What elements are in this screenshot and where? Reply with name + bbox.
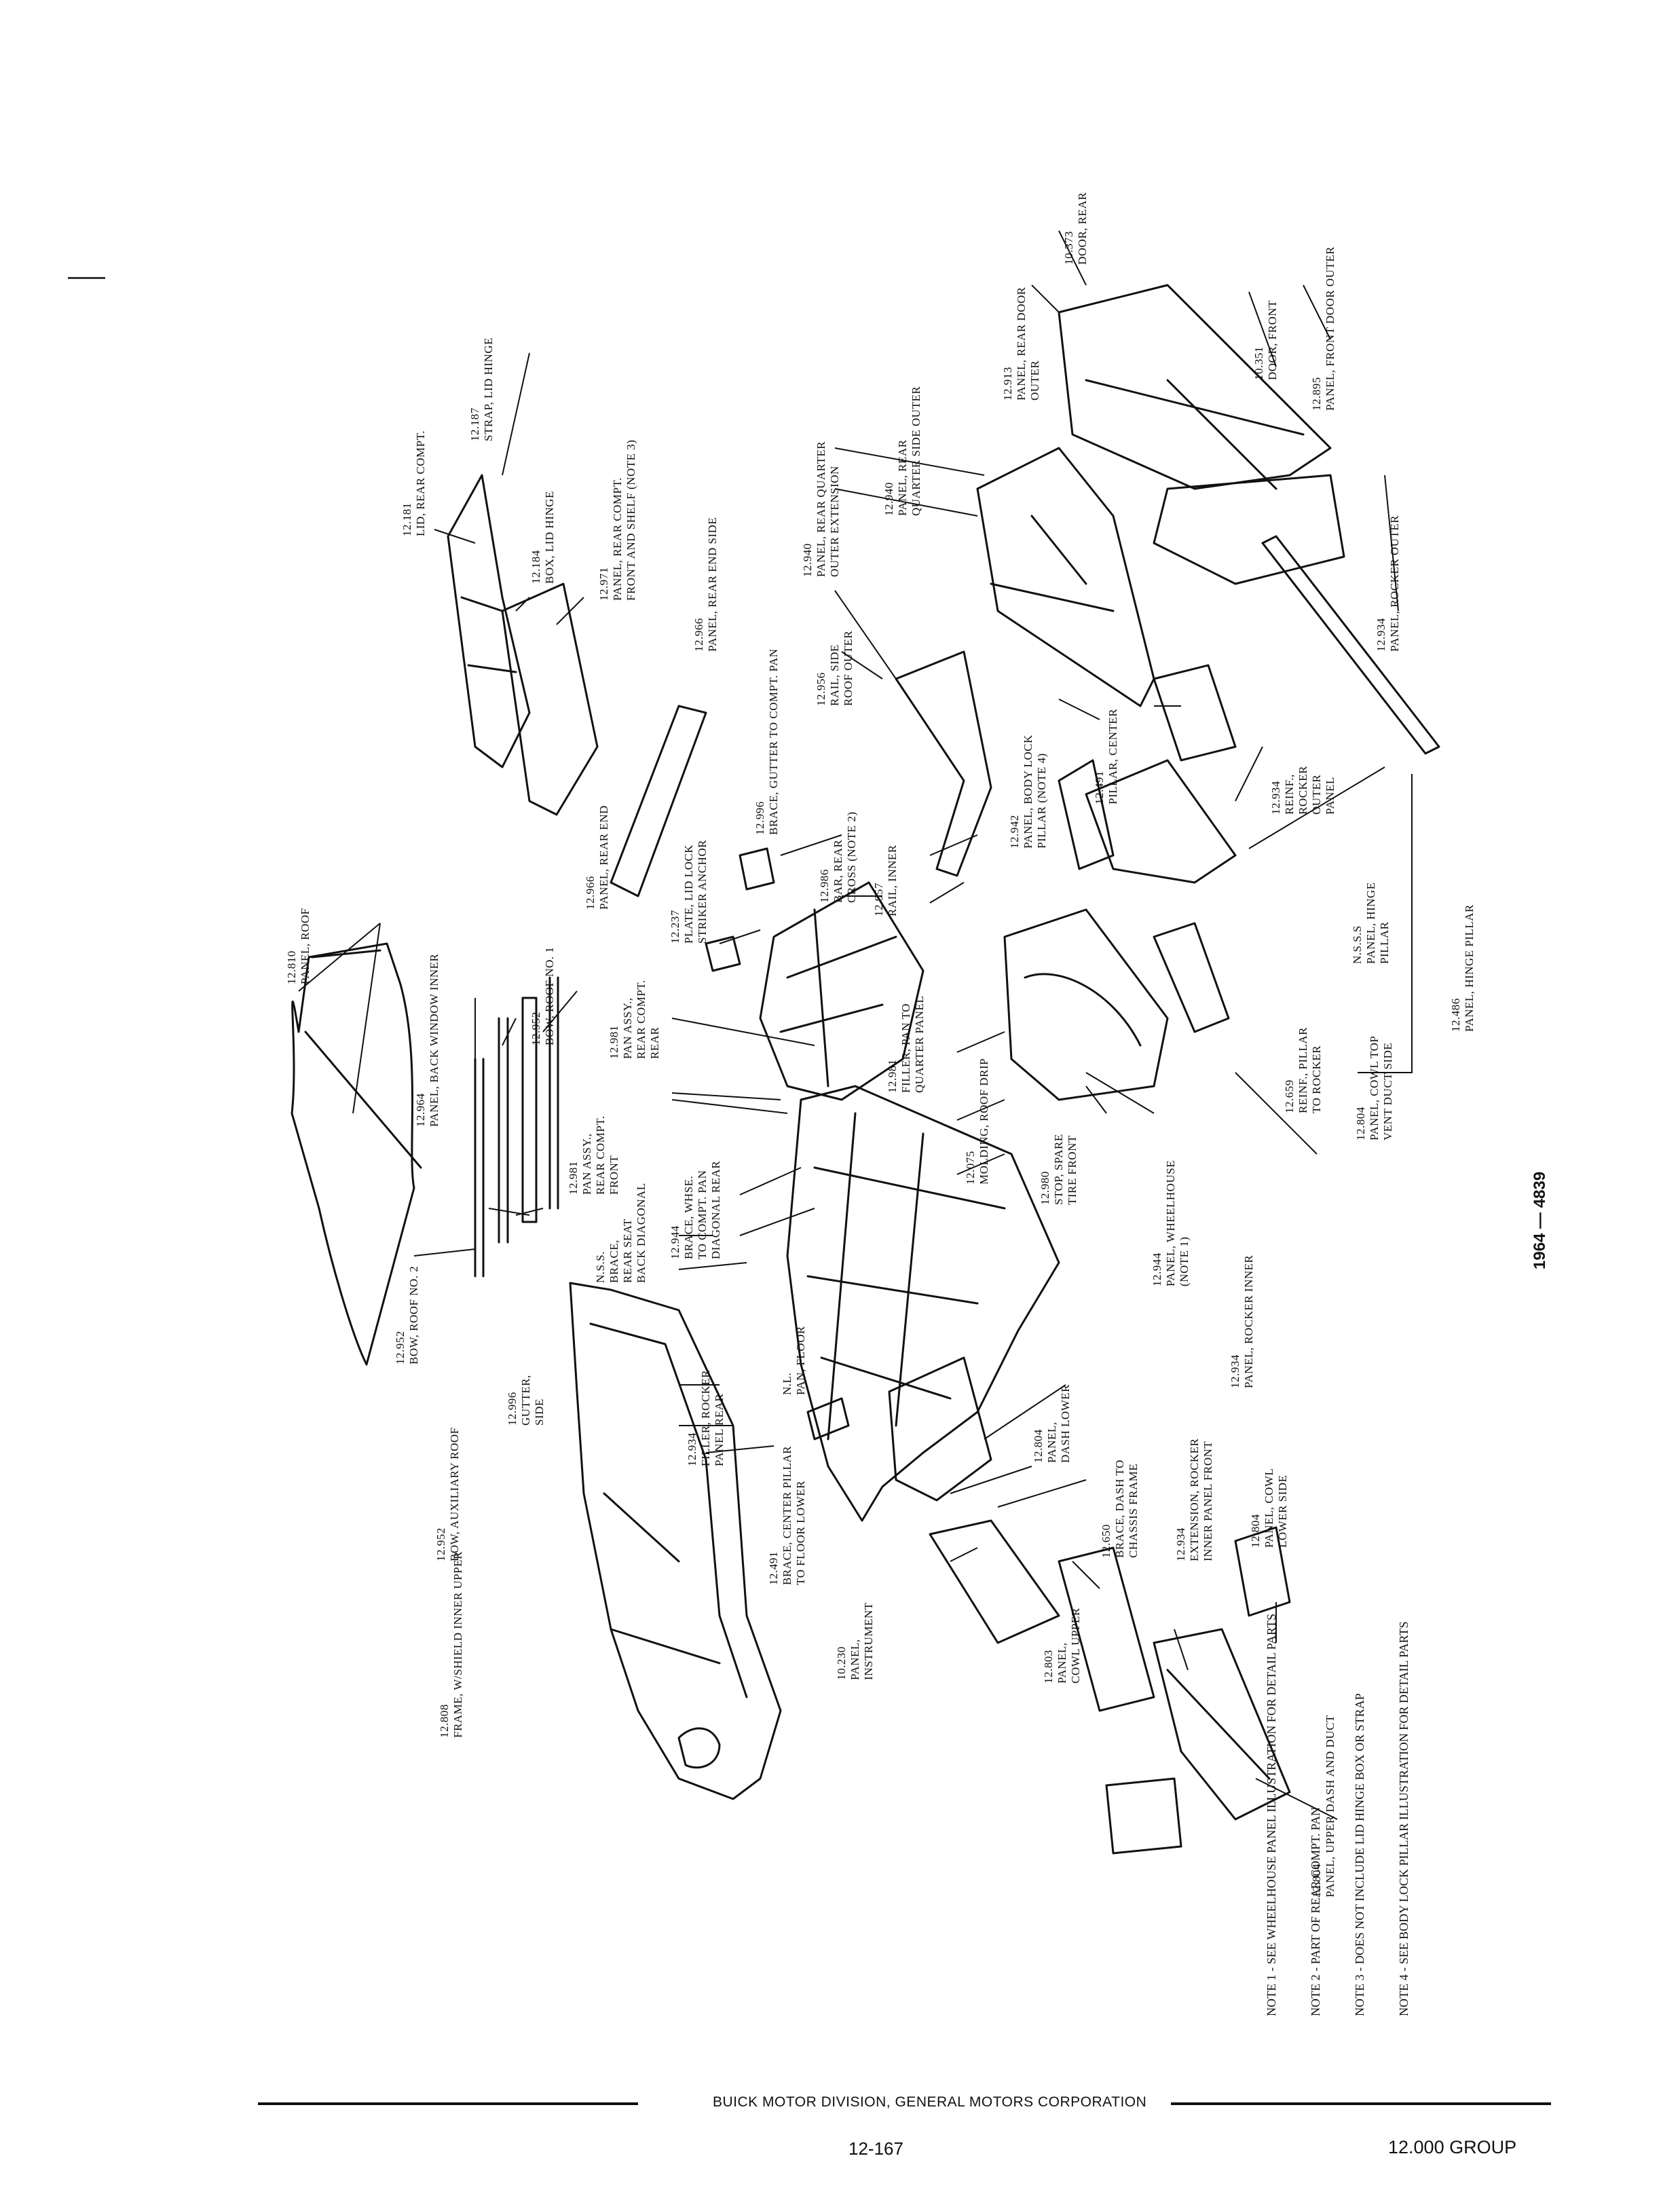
label-inner-rail: 12.957 RAIL, INNER bbox=[872, 844, 899, 916]
label-front-door: 10.351 DOOR, FRONT bbox=[1252, 300, 1280, 380]
label-floor-pan: N.L. PAN, FLOOR bbox=[781, 1326, 808, 1395]
label-spare-tire-stop: 12.980 STOP, SPARE TIRE FRONT bbox=[1039, 1134, 1079, 1205]
label-cowl-lower: 12.804 PANEL, COWL LOWER SIDE bbox=[1249, 1468, 1290, 1548]
cowl-lower-shape bbox=[1234, 1526, 1291, 1617]
figure-number: 1964 — 4839 bbox=[1531, 1171, 1549, 1269]
label-rear-door: 10.373 DOOR, REAR bbox=[1062, 191, 1089, 265]
note-1: NOTE 1 - SEE WHEELHOUSE PANEL ILLUSTRATI… bbox=[1265, 1614, 1279, 2016]
label-hinge-pillar: 12.486 PANEL, HINGE PILLAR bbox=[1449, 904, 1476, 1032]
label-gutter-side: 12.996 GUTTER, SIDE bbox=[506, 1375, 546, 1426]
label-center-pillar: 12.491 PILLAR, CENTER bbox=[1093, 708, 1120, 804]
label-roof-drip: 12.075 MOLDING, ROOF DRIP bbox=[964, 1058, 991, 1185]
quarter-panel-shape bbox=[976, 447, 1155, 707]
footer-corporation: BUICK MOTOR DIVISION, GENERAL MOTORS COR… bbox=[713, 2094, 1147, 2110]
label-body-lock-pillar: 12.942 PANEL, BODY LOCK PILLAR (NOTE 4) bbox=[1008, 735, 1049, 849]
label-rear-seat-brace: N.S.S. BRACE, REAR SEAT BACK DIAGONAL bbox=[594, 1183, 648, 1283]
body-lock-pillar-shape bbox=[1058, 759, 1115, 870]
rear-end-panel-shape bbox=[610, 705, 707, 897]
label-pillar-reinf: 12.659 REINF., PILLAR TO ROCKER bbox=[1283, 1026, 1324, 1113]
rear-compt-pan-shape bbox=[759, 881, 925, 1101]
roof-bow-1-shape bbox=[474, 1058, 485, 1278]
label-rear-end-panel: 12.966 PANEL, REAR END bbox=[584, 805, 611, 910]
label-compt-shelf: 12.971 PANEL, REAR COMPT. FRONT AND SHEL… bbox=[597, 439, 638, 601]
pillar-brace-shape bbox=[806, 1397, 850, 1441]
label-front-door-panel: 12.895 PANEL, FRONT DOOR OUTER bbox=[1310, 246, 1337, 411]
note-4: NOTE 4 - SEE BODY LOCK PILLAR ILLUSTRATI… bbox=[1396, 1621, 1411, 2016]
gusset-shape bbox=[1105, 1777, 1182, 1855]
front-door-shape bbox=[1153, 474, 1345, 585]
footer-rule-right bbox=[1171, 2102, 1551, 2105]
back-window-panel-shape bbox=[521, 997, 538, 1223]
label-wheelhouse: 12.944 PANEL, WHEELHOUSE (NOTE 1) bbox=[1151, 1159, 1191, 1286]
label-roof-bow-1: 12.952 BOW, ROOF NO. 1 bbox=[529, 946, 557, 1045]
label-cowl-upper: 12.803 PANEL, COWL UPPER bbox=[1042, 1608, 1083, 1684]
label-pan-front: 12.981 PAN ASSY., REAR COMPT. FRONT bbox=[567, 1115, 621, 1195]
roof-bow-2-shape bbox=[498, 1017, 509, 1244]
label-roof-panel: 12.810 PANEL, ROOF bbox=[285, 908, 312, 984]
label-hinge-pillar-nss: N.S.S.S PANEL, HINGE PILLAR bbox=[1351, 882, 1392, 964]
label-pan-filler: 12.981 FILLER, PAN TO QUARTER PANEL bbox=[886, 995, 927, 1093]
label-back-window-panel: 12.964 PANEL, BACK WINDOW INNER bbox=[414, 953, 441, 1127]
center-pillar-shape bbox=[1153, 664, 1237, 762]
label-lid-hinge-box: 12.184 BOX, LID HINGE bbox=[529, 491, 557, 584]
note-3: NOTE 3 - DOES NOT INCLUDE LID HINGE BOX … bbox=[1352, 1693, 1366, 2016]
label-cowl-top: 12.804 PANEL, COWL TOP VENT DUCT SIDE bbox=[1354, 1035, 1395, 1140]
rocker-outer-shape bbox=[1261, 535, 1440, 755]
label-center-pillar-brace: 12.491 BRACE, CENTER PILLAR TO FLOOR LOW… bbox=[767, 1445, 808, 1585]
label-gutter-brace: 12.996 BRACE, GUTTER TO COMPT. PAN bbox=[753, 648, 781, 835]
label-rear-cross-bar: 12.986 BAR, REAR CROSS (NOTE 2) bbox=[818, 811, 859, 903]
label-roof-rail: 12.956 RAIL, SIDE ROOF OUTER bbox=[815, 630, 855, 706]
roof-rail-shape bbox=[895, 650, 992, 877]
label-pan-rear: 12.981 PAN ASSY., REAR COMPT. REAR bbox=[608, 980, 662, 1059]
label-rocker-filler: 12.934 FILLER, ROCKER PANEL REAR bbox=[686, 1369, 726, 1466]
upper-dash-shape bbox=[1153, 1628, 1291, 1821]
rear-door-shape bbox=[1058, 284, 1332, 490]
instrument-panel-shape bbox=[929, 1519, 1060, 1644]
lid-lock-plate-shape bbox=[705, 935, 741, 972]
rear-shelf-shape bbox=[501, 582, 599, 816]
aux-roof-bow-shape bbox=[548, 976, 559, 1210]
notes-block: NOTE 1 - SEE WHEELHOUSE PANEL ILLUSTRATI… bbox=[1235, 1614, 1426, 2016]
label-rocker-ext: 12.934 EXTENSION, ROCKER INNER PANEL FRO… bbox=[1174, 1438, 1215, 1561]
label-wshield-frame: 12.808 FRAME, W/SHIELD INNER UPPER bbox=[438, 1551, 465, 1738]
label-dash-brace: 12.650 BRACE, DASH TO CHASSIS FRAME bbox=[1100, 1460, 1140, 1558]
gutter-brace-shape bbox=[739, 847, 775, 891]
label-aux-roof-bow: 12.952 BOW, AUXILIARY ROOF bbox=[434, 1427, 462, 1561]
label-rear-end-side: 12.966 PANEL, REAR END SIDE bbox=[692, 517, 720, 652]
floor-pan-shape bbox=[786, 1085, 1060, 1522]
label-wshse-brace: 12.944 BRACE, WHSE. TO COMPT. PAN DIAGON… bbox=[669, 1160, 723, 1259]
label-quarter-ext: 12.940 PANEL, REAR QUARTER OUTER EXTENSI… bbox=[801, 441, 842, 577]
label-roof-bow-2: 12.952 BOW, ROOF NO. 2 bbox=[394, 1265, 421, 1364]
label-dash-lower: 12.804 PANEL, DASH LOWER bbox=[1032, 1384, 1072, 1463]
note-2: NOTE 2 - PART OF REAR COMPT. PAN bbox=[1308, 1807, 1322, 2016]
label-rocker-reinf: 12.934 REINF., ROCKER OUTER PANEL bbox=[1269, 766, 1337, 815]
cowl-vent-shape bbox=[1153, 922, 1230, 1033]
label-instrument-panel: 10.230 PANEL, INSTRUMENT bbox=[835, 1602, 876, 1680]
footer-page-number: 12-167 bbox=[848, 2138, 903, 2159]
label-rocker-inner: 12.934 PANEL, ROCKER INNER bbox=[1229, 1255, 1256, 1388]
scan-mark bbox=[68, 277, 105, 279]
label-lid-lock-plate: 12.237 PLATE, LID LOCK STRIKER ANCHOR bbox=[669, 840, 709, 944]
label-rear-lid: 12.181 LID, REAR COMPT. bbox=[400, 430, 428, 536]
footer-group: 12.000 GROUP bbox=[1388, 2137, 1517, 2157]
wheelhouse-shape bbox=[1003, 908, 1169, 1101]
dash-lower-shape bbox=[888, 1356, 992, 1502]
side-frame-shape bbox=[569, 1282, 782, 1800]
label-quarter-outer: 12.940 PANEL, REAR QUARTER SIDE OUTER bbox=[882, 386, 923, 516]
cowl-upper-shape bbox=[1058, 1546, 1155, 1712]
footer-rule-left bbox=[258, 2102, 638, 2105]
label-rear-door-panel: 12.913 PANEL, REAR DOOR OUTER bbox=[1001, 286, 1042, 401]
roof-panel-shape bbox=[291, 942, 415, 1366]
rear-lid-shape bbox=[447, 474, 531, 768]
label-rocker-outer: 12.934 PANEL, ROCKER OUTER bbox=[1375, 515, 1402, 652]
label-lid-strap: 12.187 STRAP, LID HINGE bbox=[468, 337, 496, 441]
